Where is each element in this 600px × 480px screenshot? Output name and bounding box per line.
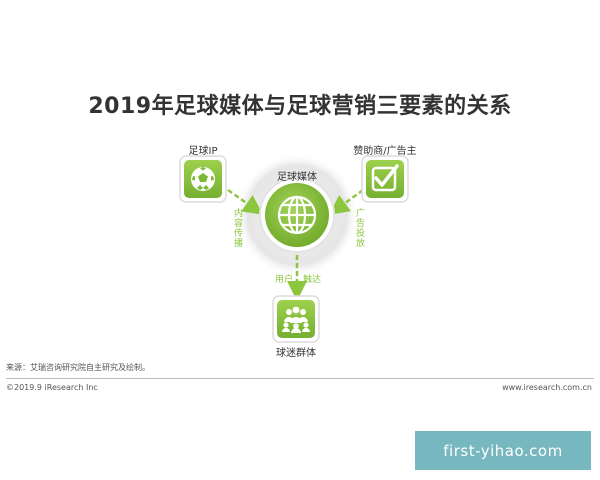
- website-link[interactable]: www.iresearch.com.cn: [502, 383, 592, 392]
- ad-delivery-label: 广告投放: [354, 208, 364, 248]
- group-people-icon: [282, 306, 310, 333]
- users-label: 用户: [275, 275, 294, 285]
- fans-label: 球迷群体: [276, 348, 316, 359]
- fans-node: [272, 295, 320, 343]
- media-node: [259, 177, 335, 253]
- football-ip-label: 足球IP: [188, 146, 218, 157]
- watermark-badge: first-yihao.com: [415, 431, 591, 470]
- footer-divider: [6, 378, 594, 379]
- arrow-ip-to-media: [227, 188, 264, 215]
- source-note: 来源：艾瑞咨询研究院自主研究及绘制。: [6, 363, 150, 372]
- media-label: 足球媒体: [277, 172, 317, 183]
- content-spread-label: 内容传播: [232, 208, 242, 248]
- sponsor-label: 赞助商/广告主: [353, 146, 417, 157]
- page-title: 2019年足球媒体与足球营销三要素的关系: [88, 94, 512, 119]
- reach-label: 触达: [303, 275, 322, 285]
- globe-icon: [277, 195, 317, 235]
- sponsor-node: [361, 155, 409, 203]
- copyright-text: ©2019.9 iResearch Inc: [6, 383, 98, 392]
- checkmark-icon: [371, 164, 399, 192]
- football-ip-node: [179, 155, 227, 203]
- arrow-sponsor-to-media: [328, 188, 364, 215]
- soccer-ball-icon: [191, 167, 215, 191]
